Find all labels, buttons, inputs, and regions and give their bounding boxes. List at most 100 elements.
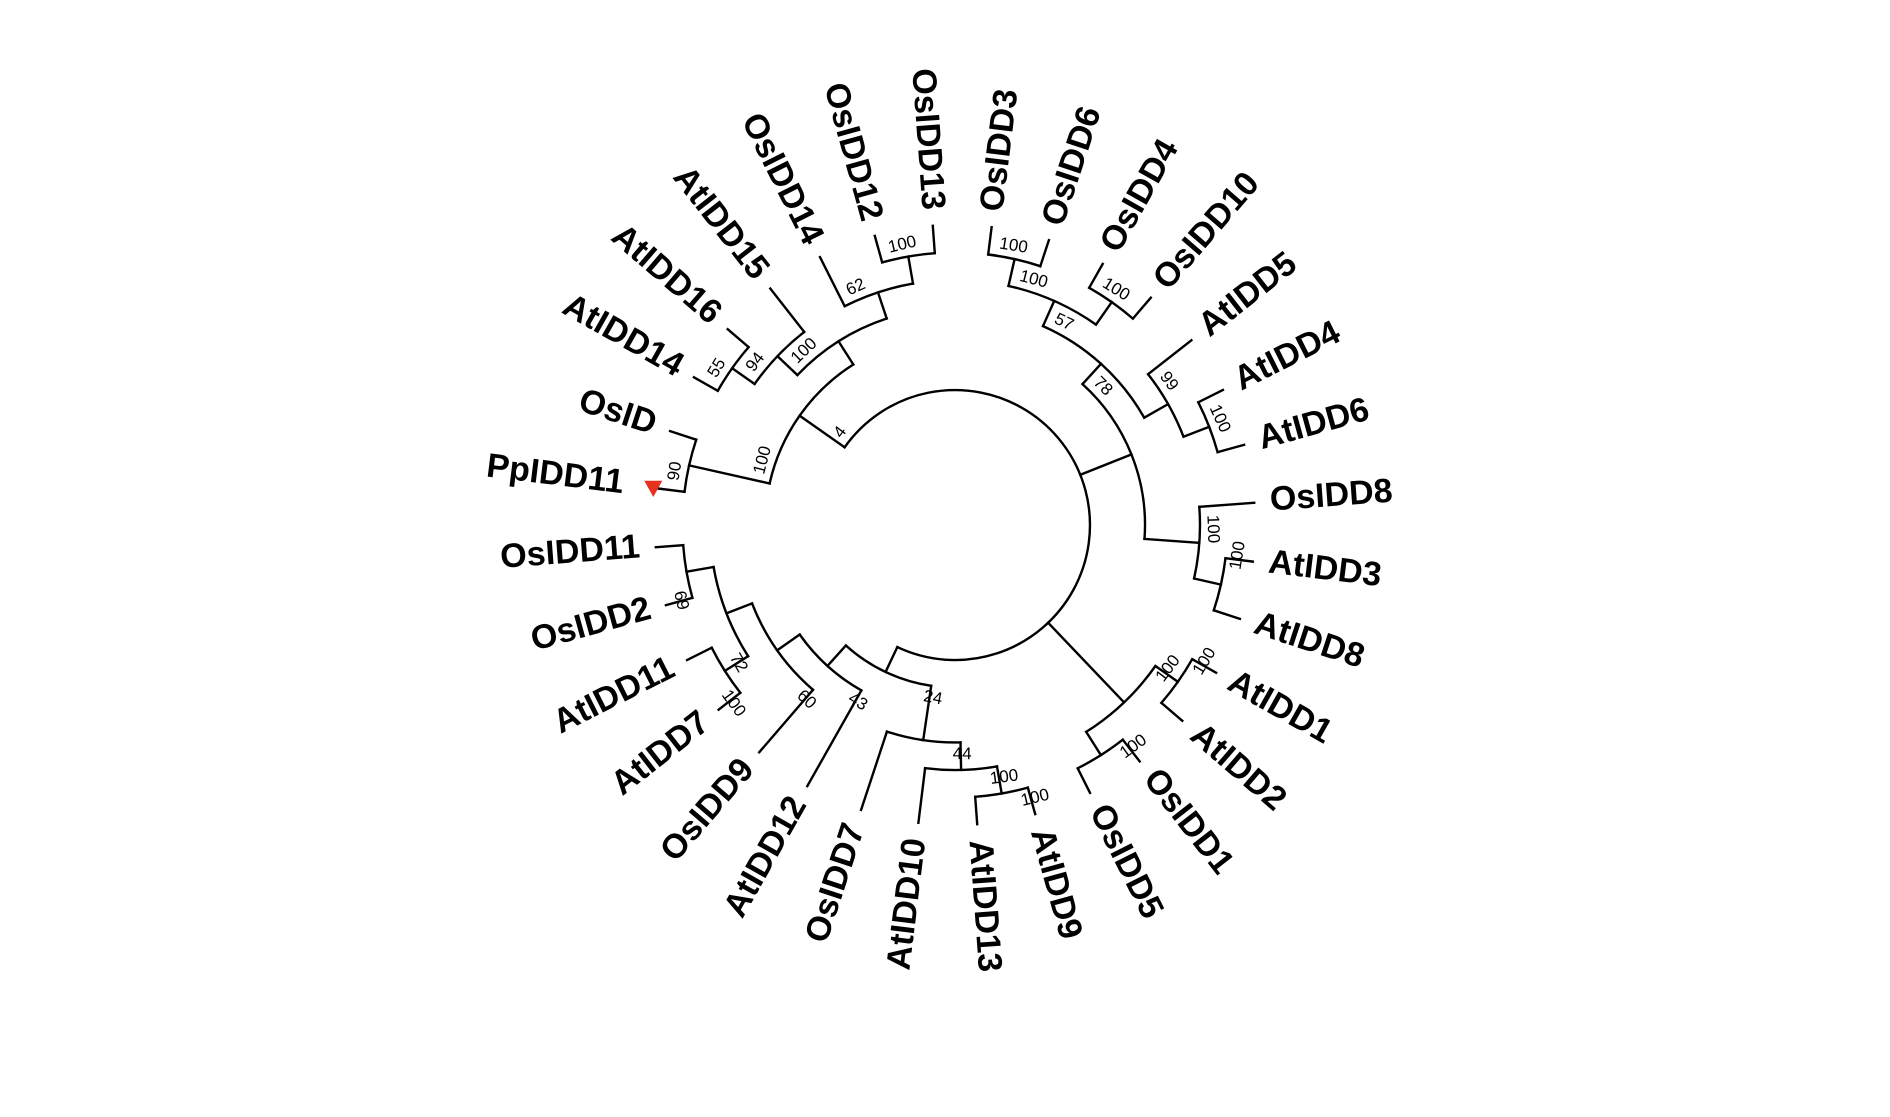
branch-19-1: [1159, 701, 1184, 723]
branch-28-1: [685, 646, 714, 662]
leaf-label-osidd2: OsIDD2: [527, 589, 656, 658]
branch-16-1: [1192, 577, 1223, 587]
branch-7-0: [818, 255, 847, 308]
leaf-label-atidd8: AtIDD8: [1250, 604, 1370, 676]
bootstrap-value: 69: [670, 589, 693, 612]
bootstrap-value: 100: [1116, 730, 1150, 762]
leaf-label-osidd12: OsIDD12: [816, 78, 890, 225]
node-arc-11: [1007, 284, 1098, 327]
tree-branches: [654, 224, 1256, 826]
leaf-label-osidd11: OsIDD11: [499, 527, 641, 575]
branch-23-1: [917, 766, 927, 825]
node-arc-14: [1146, 372, 1186, 439]
bootstrap-value: 72: [726, 650, 752, 676]
bootstrap-value: 100: [787, 334, 821, 367]
branch-17-1: [1212, 608, 1242, 621]
bootstrap-value: 100: [886, 232, 918, 257]
branch-26-0: [757, 688, 815, 754]
bootstrap-value: 100: [1203, 514, 1223, 543]
branch-15-0: [1196, 388, 1225, 404]
branch-10-1: [1142, 402, 1170, 420]
branch-2-1: [836, 339, 855, 367]
branch-9-0: [1080, 362, 1103, 386]
branch-11-0: [1007, 257, 1017, 288]
leaf-label-atidd7: AtIDD7: [604, 703, 717, 803]
branch-10-0: [1041, 299, 1056, 328]
bootstrap-value: 100: [749, 444, 775, 476]
node-arc-25: [798, 632, 864, 693]
branch-17-0: [1224, 556, 1255, 563]
leaf-label-osidd5: OsIDD5: [1082, 798, 1171, 925]
branch-5-1: [768, 286, 806, 334]
node-arc-22: [885, 730, 962, 744]
branch-20-0: [1121, 738, 1142, 764]
branch-28-0: [716, 691, 742, 712]
branch-25-1: [775, 632, 802, 652]
bootstrap-value: 100: [989, 765, 1020, 788]
branch-4-0: [775, 354, 800, 377]
node-arc-4: [795, 316, 889, 377]
branch-29-0: [664, 596, 694, 607]
leaf-label-ppidd11: PpIDD11: [485, 447, 627, 502]
branch-23-0: [995, 765, 1004, 795]
branch-1-0: [797, 414, 847, 449]
bootstrap-value: 100: [998, 234, 1029, 257]
branch-6-1: [726, 327, 751, 349]
bootstrap-value: 57: [1051, 309, 1076, 334]
branch-19-0: [1190, 657, 1218, 675]
branch-15-1: [1216, 443, 1246, 454]
branch-8-0: [873, 234, 884, 264]
branch-4-1: [876, 290, 889, 321]
leaf-label-atidd4: AtIDD4: [1228, 313, 1346, 398]
leaf-label-atidd13: AtIDD13: [961, 839, 1009, 974]
leaf-label-osidd3: OsIDD3: [973, 87, 1026, 214]
leaf-label-osidd8: OsIDD8: [1269, 472, 1394, 519]
branch-21-0: [921, 684, 933, 742]
bootstrap-value: 24: [922, 686, 944, 708]
branch-27-1: [685, 565, 715, 574]
branch-25-0: [805, 688, 864, 788]
bootstrap-value: 100: [718, 686, 750, 720]
branch-18-1: [1084, 730, 1103, 757]
branch-21-1: [825, 643, 848, 668]
leaf-label-atidd3: AtIDD3: [1267, 543, 1384, 595]
leaf-label-atidd5: AtIDD5: [1191, 244, 1304, 344]
leaf-markers: [644, 480, 663, 497]
node-arc-2: [768, 362, 855, 485]
branch-27-0: [723, 654, 750, 673]
leaf-label-osidd13: OsIDD13: [904, 67, 952, 211]
highlight-triangle-icon: [644, 480, 663, 497]
branch-12-1: [1038, 238, 1051, 268]
node-arc-16: [1192, 505, 1202, 580]
branch-9-1: [1143, 537, 1201, 545]
branch-22-0: [959, 741, 963, 772]
node-arc-27: [712, 565, 750, 658]
branch-12-0: [986, 225, 993, 256]
bootstrap-value: 90: [664, 460, 686, 482]
bootstrap-value: 44: [953, 744, 972, 763]
branch-1-2: [1046, 621, 1126, 704]
branch-29-1: [654, 543, 685, 549]
node-arc-18: [1084, 664, 1158, 734]
branch-3-0: [655, 487, 686, 494]
branch-11-1: [1094, 300, 1114, 327]
branch-14-0: [1146, 338, 1194, 376]
branch-24-1: [973, 795, 979, 826]
branch-3-1: [668, 429, 698, 442]
leaf-label-atidd10: AtIDD10: [880, 836, 934, 972]
leaf-label-atidd9: AtIDD9: [1023, 824, 1090, 943]
branch-2-0: [687, 463, 772, 485]
branch-6-0: [692, 375, 720, 393]
leaf-label-osidd7: OsIDD7: [798, 819, 872, 948]
bootstrap-value: 100: [1099, 273, 1133, 304]
branch-22-1: [859, 730, 889, 812]
node-arc-9: [1080, 382, 1147, 541]
leaf-label-atidd1: AtIDD1: [1222, 662, 1339, 751]
leaf-label-osid: OsID: [574, 381, 661, 442]
branch-13-0: [1087, 262, 1105, 290]
node-arc-1: [842, 388, 1092, 662]
node-arc-5: [752, 330, 806, 386]
branch-18-0: [1153, 664, 1180, 684]
branch-7-1: [906, 255, 915, 285]
